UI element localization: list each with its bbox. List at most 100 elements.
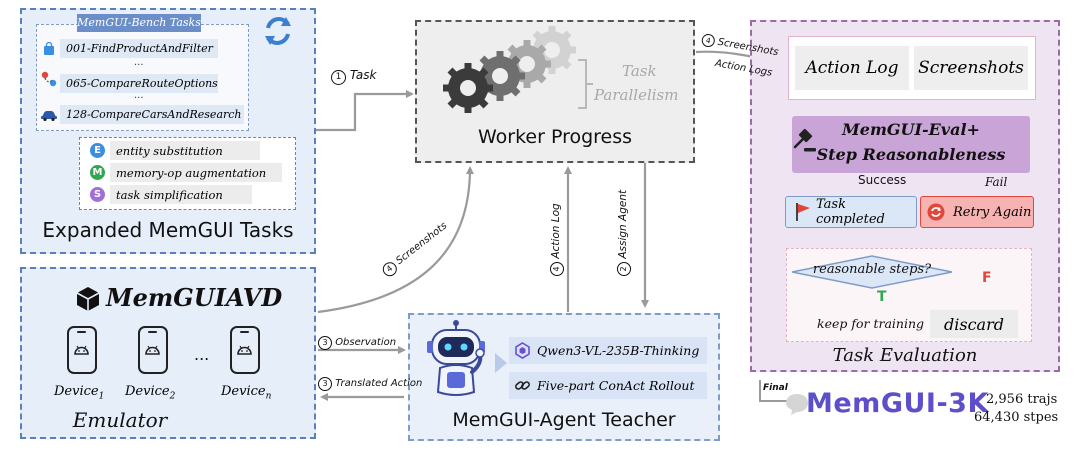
- screenshots-up-arrow: [317, 166, 474, 314]
- teacher-model-chip[interactable]: Qwen3-VL-235B-Thinking: [509, 337, 707, 364]
- car-icon: [40, 106, 58, 122]
- observation-text: Observation: [335, 337, 397, 348]
- red-flag-icon: [796, 203, 810, 221]
- play-triangle-icon: [495, 353, 507, 373]
- retry-label: Retry Again: [953, 204, 1032, 220]
- screenshots-label: Screenshots: [918, 58, 1024, 78]
- result-trajs: 2,956 trajs: [986, 392, 1058, 407]
- action-log-label: 4 Action Log: [550, 203, 564, 276]
- qwen-logo-icon: [515, 342, 530, 359]
- device-2-label: Device2: [125, 384, 175, 402]
- action-log-label: Action Log: [805, 58, 899, 78]
- expansion-label: memory-op augmentation: [116, 165, 267, 180]
- step-number-circle: 3: [318, 336, 332, 350]
- true-mark: T: [877, 289, 887, 305]
- fail-label: Fail: [985, 175, 1008, 189]
- device-1-label: Device1: [54, 384, 104, 402]
- result-brand: MemGUI-3K: [806, 388, 989, 419]
- task-label: 065-CompareRouteOptions: [66, 77, 218, 90]
- final-label: Final: [763, 383, 788, 393]
- assign-agent-text: Assign Agent: [617, 189, 629, 259]
- task-item-065[interactable]: 065-CompareRouteOptions: [60, 74, 218, 93]
- decision-question: reasonable steps?: [812, 262, 932, 277]
- action-log-text: Action Log: [550, 203, 562, 259]
- assign-agent-label: 2 Assign Agent: [617, 190, 631, 276]
- gears-icon: [443, 26, 576, 113]
- expansion-entity-substitution[interactable]: entity substitution: [110, 141, 260, 160]
- badge-letter: M: [92, 167, 103, 178]
- worker-progress-title: Worker Progress: [477, 126, 633, 148]
- device-sub: 1: [98, 391, 105, 402]
- screenshots-chip[interactable]: Screenshots: [914, 46, 1028, 90]
- translated-action-text: Translated Action: [335, 378, 423, 389]
- eval-line1: MemGUI-Eval+: [842, 120, 980, 139]
- device-name: Device: [54, 384, 99, 399]
- device-sub: 2: [169, 391, 176, 402]
- shopping-bag-icon: [42, 41, 56, 55]
- parallelism-line2: Parallelism: [594, 86, 679, 104]
- device-2-phone-icon: [138, 326, 168, 374]
- task-item-001[interactable]: 001-FindProductAndFilter: [60, 39, 218, 58]
- false-mark: F: [982, 270, 992, 286]
- final-arrow: [759, 380, 798, 405]
- emulator-panel: [20, 267, 316, 439]
- keep-for-training: keep for training: [817, 316, 924, 331]
- map-route-icon: [40, 70, 58, 88]
- badge-letter: S: [93, 189, 102, 200]
- model-label: Qwen3-VL-235B-Thinking: [537, 343, 700, 358]
- chain-link-icon: [515, 381, 530, 390]
- rollout-label: Five-part ConAct Rollout: [537, 378, 695, 393]
- retry-icon: [927, 203, 945, 221]
- entity-badge: E: [90, 143, 105, 158]
- success-label: Success: [858, 173, 907, 187]
- expansion-label: task simplification: [116, 187, 223, 202]
- step-number-circle: 4: [700, 33, 716, 49]
- task-item-128[interactable]: 128-CompareCarsAndResearch: [60, 105, 244, 124]
- expansion-task-simplification[interactable]: task simplification: [110, 185, 252, 204]
- device-1-phone-icon: [67, 326, 97, 374]
- step-number-circle: 2: [617, 262, 631, 276]
- expansion-memory-op[interactable]: memory-op augmentation: [110, 163, 282, 182]
- device-n-label: Devicen: [221, 384, 271, 402]
- device-sub: n: [265, 391, 272, 402]
- parallelism-line1: Task: [622, 62, 657, 80]
- step-number-circle: 3: [318, 377, 332, 391]
- avd-cube-icon: [76, 287, 100, 311]
- devices-ellipsis: ...: [194, 345, 210, 364]
- parallelism-bracket: [578, 59, 593, 109]
- observation-label: 3 Observation: [318, 336, 396, 350]
- badge-letter: E: [94, 145, 101, 156]
- task-arrow-label: 1 Task: [331, 68, 376, 85]
- expanded-tasks-title: Expanded MemGUI Tasks: [42, 218, 294, 242]
- emulator-title: Emulator: [72, 408, 168, 432]
- task-label: 128-CompareCarsAndResearch: [66, 108, 242, 121]
- bench-title: MemGUI-Bench Tasks: [77, 14, 201, 32]
- device-n-phone-icon: [230, 326, 260, 374]
- result-chat-bubble-icon: [786, 394, 808, 415]
- simplification-badge: S: [90, 187, 105, 202]
- device-name: Device: [125, 384, 170, 399]
- task-ellipsis: ...: [134, 57, 144, 68]
- rollout-chip[interactable]: Five-part ConAct Rollout: [509, 372, 707, 399]
- task-completed-label: Task completed: [816, 197, 885, 227]
- robot-icon: [427, 320, 485, 396]
- task-ellipsis: ...: [134, 90, 144, 101]
- step-number-circle: 4: [550, 262, 564, 276]
- task-evaluation-title: Task Evaluation: [832, 345, 978, 366]
- eval-box: [792, 116, 1030, 173]
- task-label: 001-FindProductAndFilter: [66, 42, 213, 55]
- task-arrow-text: Task: [349, 68, 377, 82]
- step-number-circle: 1: [331, 70, 346, 85]
- result-steps: 64,430 stpes: [974, 410, 1059, 425]
- discard-label: discard: [944, 314, 1004, 334]
- task-completed-box[interactable]: Task completed: [785, 196, 917, 228]
- gavel-icon: [793, 128, 816, 152]
- memory-badge: M: [90, 165, 105, 180]
- decision-diamond: [791, 255, 953, 289]
- expansion-label: entity substitution: [116, 143, 223, 158]
- discard-box[interactable]: discard: [930, 310, 1018, 338]
- eval-line2: Step Reasonableness: [816, 145, 1006, 164]
- action-log-chip[interactable]: Action Log: [795, 46, 909, 90]
- teacher-title: MemGUI-Agent Teacher: [452, 409, 676, 431]
- device-name: Device: [221, 384, 266, 399]
